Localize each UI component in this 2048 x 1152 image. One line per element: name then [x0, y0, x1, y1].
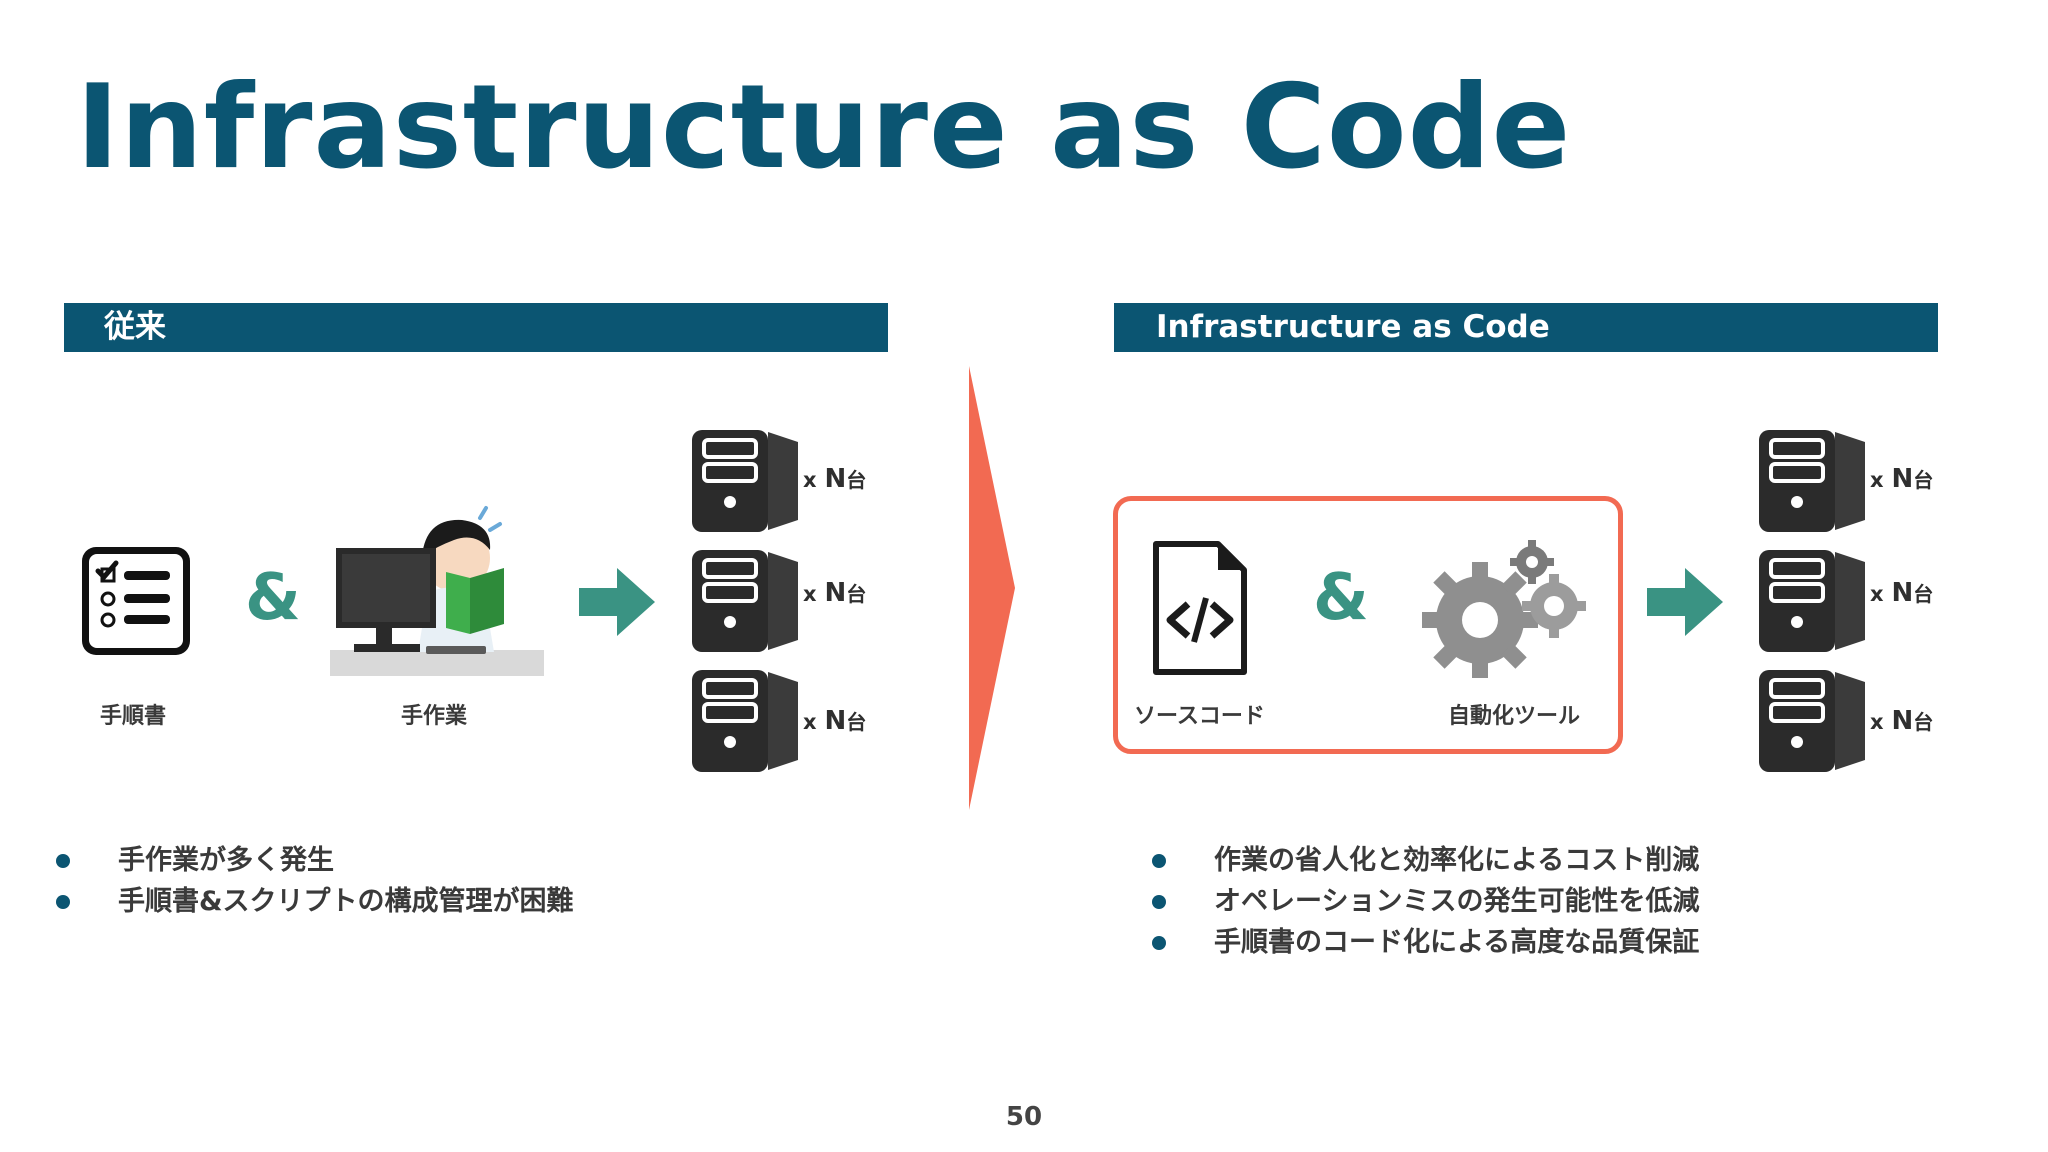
right-arrow-icon	[579, 568, 655, 636]
gears-icon	[1418, 536, 1590, 682]
section-header-iac: Infrastructure as Code	[1114, 303, 1938, 352]
right-arrow-icon	[1647, 568, 1723, 636]
server-icon	[1757, 428, 1865, 534]
procedure-doc-label: 手順書	[100, 704, 167, 729]
list-item: 手作業が多く発生	[56, 840, 574, 881]
ampersand-symbol: &	[245, 561, 301, 635]
list-item: 手順書のコード化による高度な品質保証	[1152, 922, 1699, 963]
ampersand-symbol: &	[1313, 561, 1369, 635]
server-icon	[690, 548, 798, 654]
traditional-issues-list: 手作業が多く発生 手順書&スクリプトの構成管理が困難	[56, 840, 574, 922]
iac-benefits-list: 作業の省人化と効率化によるコスト削減 オペレーションミスの発生可能性を低減 手順…	[1152, 840, 1699, 963]
server-icon	[690, 668, 798, 774]
list-item: オペレーションミスの発生可能性を低減	[1152, 881, 1699, 922]
automation-tool-label: 自動化ツール	[1448, 704, 1581, 729]
automation-group-box	[1113, 496, 1623, 754]
server-icon	[1757, 668, 1865, 774]
source-code-file-icon	[1152, 540, 1248, 676]
list-item: 作業の省人化と効率化によるコスト削減	[1152, 840, 1699, 881]
section-header-traditional: 従来	[64, 303, 888, 352]
person-at-computer-icon	[330, 500, 544, 676]
transition-chevron-icon	[967, 366, 1017, 810]
page-number: 50	[1005, 1102, 1043, 1132]
checklist-icon	[78, 543, 194, 659]
page-title: Infrastructure as Code	[76, 60, 1572, 195]
list-item: 手順書&スクリプトの構成管理が困難	[56, 881, 574, 922]
source-code-label: ソースコード	[1134, 704, 1265, 729]
server-icon	[1757, 548, 1865, 654]
server-icon	[690, 428, 798, 534]
manual-work-label: 手作業	[401, 704, 468, 729]
